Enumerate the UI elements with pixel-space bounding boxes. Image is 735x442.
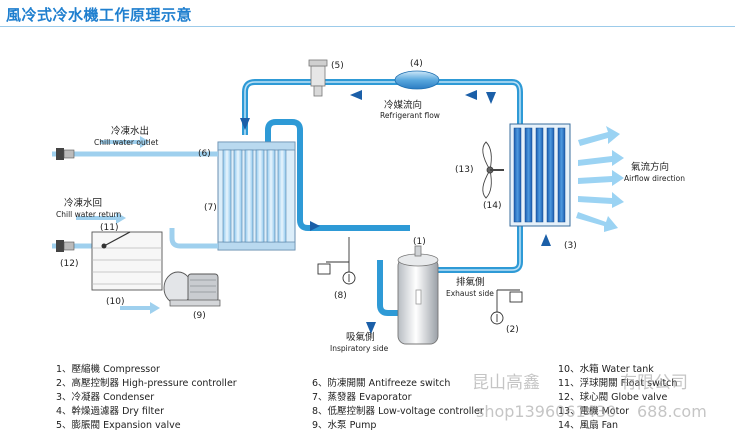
pump [163, 271, 221, 307]
callout-12: (12) [60, 259, 78, 269]
chill-water-return-label-en: Chill water return [56, 210, 122, 219]
arrow-down-3 [366, 322, 376, 334]
globe-valve [56, 240, 75, 252]
legend-item-fan: 14、風扇 Fan [558, 420, 619, 431]
callout-7: (7) [204, 203, 217, 213]
callout-5: (5) [331, 61, 344, 71]
inspiratory-side-label-cn: 吸氣側 [346, 331, 375, 343]
legend-column-3: 10、水箱 Water tank 11、浮球開關 Float switch 12… [558, 363, 677, 433]
callout-11: (11) [100, 223, 118, 233]
legend-item-condenser: 3、冷凝器 Condenser [56, 392, 155, 403]
callout-6: (6) [198, 149, 211, 159]
legend-item-evaporator: 7、蒸發器 Evaporator [312, 392, 412, 403]
condenser [509, 123, 571, 227]
watermark-line-3: shop1396061430 [476, 402, 617, 421]
callout-2: (2) [506, 325, 519, 335]
low-voltage-controller [317, 237, 356, 285]
title-divider [0, 26, 735, 27]
evaporator [217, 141, 296, 251]
compressor [397, 245, 439, 345]
callout-4: (4) [410, 59, 423, 69]
callout-10: (10) [106, 297, 124, 307]
float-switch-ball [101, 243, 107, 249]
arrow-right-1 [310, 221, 320, 231]
expansion-valve [308, 59, 328, 97]
legend-item-low-voltage-controller: 8、低壓控制器 Low-voltage controller [312, 406, 484, 417]
legend-item-globe-valve: 12、球心閥 Globe valve [558, 392, 668, 403]
callout-8: (8) [334, 291, 347, 301]
arrow-down-4 [486, 92, 496, 104]
legend-item-high-pressure-controller: 2、高壓控制器 High-pressure controller [56, 378, 237, 389]
arrow-down-1 [240, 118, 250, 130]
refrigerant-flow-label-cn: 冷媒流向 [384, 99, 422, 111]
chill-water-outlet-label-en: Chill water outlet [94, 138, 158, 147]
legend-item-expansion-valve: 5、膨脹閥 Expansion valve [56, 420, 181, 431]
legend-column-1: 1、壓縮機 Compressor 2、高壓控制器 High-pressure c… [56, 363, 237, 433]
page-title: 風冷式冷水機工作原理示意 [6, 6, 193, 24]
exhaust-side-label-cn: 排氣側 [456, 276, 485, 288]
callout-9: (9) [193, 311, 206, 321]
inspiratory-side-label-en: Inspiratory side [330, 344, 389, 353]
callout-14: (14) [483, 201, 501, 211]
callout-1: (1) [413, 237, 426, 247]
legend-item-water-tank: 10、水箱 Water tank [558, 364, 654, 375]
refrigerant-flow-label-en: Refrigerant flow [380, 111, 440, 120]
legend-item-antifreeze-switch: 6、防凍開關 Antifreeze switch [312, 378, 451, 389]
legend-column-2: 6、防凍開關 Antifreeze switch 7、蒸發器 Evaporato… [312, 377, 484, 433]
arrow-left-1 [350, 90, 362, 100]
legend-item-compressor: 1、壓縮機 Compressor [56, 364, 160, 375]
dry-filter [394, 70, 440, 90]
watermark-line-1: 昆山高鑫 [472, 373, 540, 393]
refrigerant-pipe-detail [244, 81, 521, 271]
fan [482, 141, 504, 199]
airflow-arrows [576, 126, 624, 232]
airflow-label-cn: 氣流方向 [631, 161, 669, 173]
watermark-line-4: 688.com [637, 402, 707, 421]
callout-3: (3) [564, 241, 577, 251]
water-tank [91, 231, 163, 291]
arrow-left-2 [465, 90, 477, 100]
float-switch-arm [103, 231, 131, 247]
flow-arrows [240, 90, 551, 334]
legend-item-motor: 13、電機 Motor [558, 406, 630, 417]
callout-13: (13) [455, 165, 473, 175]
exhaust-side-label-en: Exhaust side [446, 289, 494, 298]
legend-item-pump: 9、水泵 Pump [312, 420, 377, 431]
watermark-line-2: 有限公司 [620, 373, 688, 393]
chill-water-outlet-label-cn: 冷凍水出 [111, 125, 149, 137]
legend-item-float-switch: 11、浮球開關 Float switch [558, 378, 678, 389]
airflow-label-en: Airflow direction [624, 174, 685, 183]
high-pressure-controller [490, 289, 523, 325]
legend-item-dry-filter: 4、幹燥過濾器 Dry filter [56, 406, 165, 417]
chill-water-arrows [76, 136, 160, 314]
chill-water-return-label-cn: 冷凍水回 [64, 197, 102, 209]
outlet-valve [56, 148, 75, 160]
arrow-down-2 [541, 234, 551, 246]
